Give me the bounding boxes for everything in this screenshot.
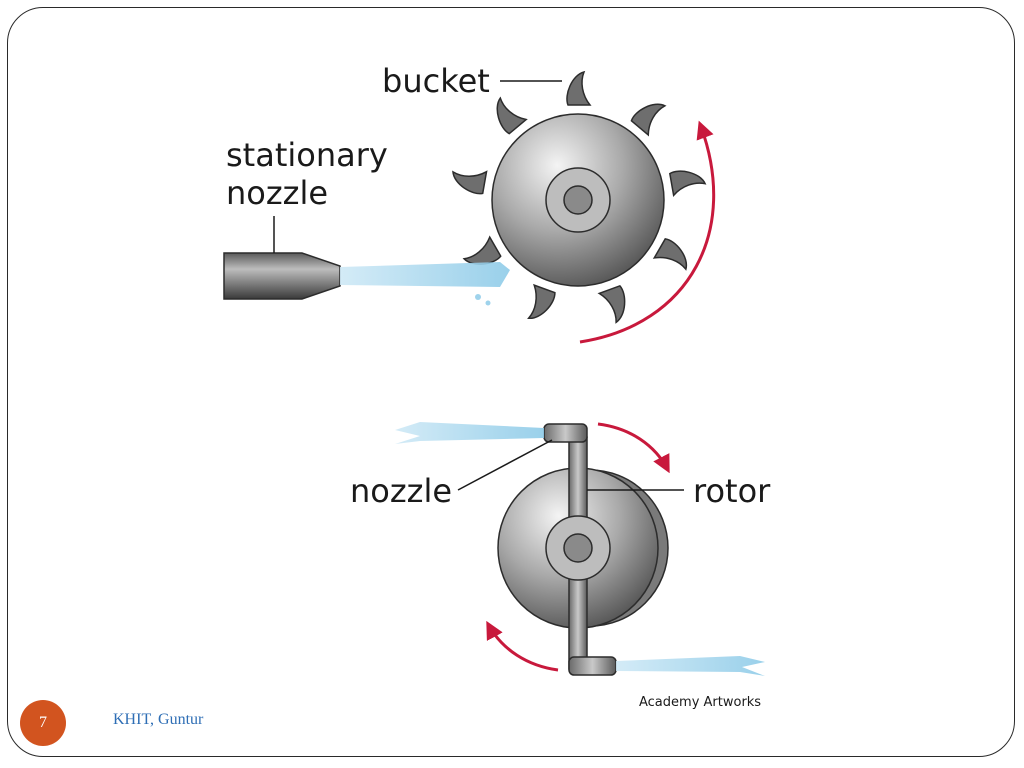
- stationary-nozzle-label-line1: stationary: [226, 136, 388, 174]
- bucket: [668, 170, 707, 197]
- rotor-label: rotor: [693, 472, 771, 510]
- bucket-ring: [452, 70, 707, 324]
- rotor-arm-top-nozzle: [543, 423, 588, 443]
- image-credit: Academy Artworks: [639, 695, 761, 710]
- bucket: [496, 96, 528, 135]
- stationary-nozzle-shape: [223, 252, 341, 300]
- impulse-wheel-axle: [563, 185, 593, 215]
- page-number-badge: 7: [20, 700, 66, 746]
- bucket: [527, 283, 556, 319]
- water-jet-bottom: [616, 656, 765, 676]
- bucket: [566, 70, 592, 106]
- bucket: [452, 170, 488, 195]
- rotor-axle: [563, 533, 593, 563]
- water-jet: [340, 262, 510, 287]
- bucket: [462, 235, 502, 265]
- stationary-nozzle-label-line2: nozzle: [226, 174, 328, 212]
- bucket: [597, 284, 626, 324]
- impulse-turbine: bucket stationary nozzle: [223, 62, 716, 344]
- nozzle-label: nozzle: [350, 472, 452, 510]
- rotor-arm-bottom-nozzle: [568, 656, 617, 676]
- reaction-rotation-arrow-top: [597, 422, 670, 474]
- water-droplet: [485, 300, 491, 306]
- page-number: 7: [39, 714, 47, 731]
- footer-text: KHIT, Guntur: [113, 711, 204, 728]
- reaction-turbine: nozzle rotor: [350, 422, 771, 676]
- bucket-label: bucket: [382, 62, 490, 100]
- bucket: [630, 103, 667, 137]
- water-droplet: [475, 294, 481, 300]
- water-jet-top: [395, 422, 544, 444]
- impulse-rotation-arrow: [579, 120, 716, 344]
- bucket: [652, 238, 688, 271]
- reaction-rotation-arrow-bottom: [486, 620, 559, 672]
- nozzle-label-leader-line: [457, 439, 553, 491]
